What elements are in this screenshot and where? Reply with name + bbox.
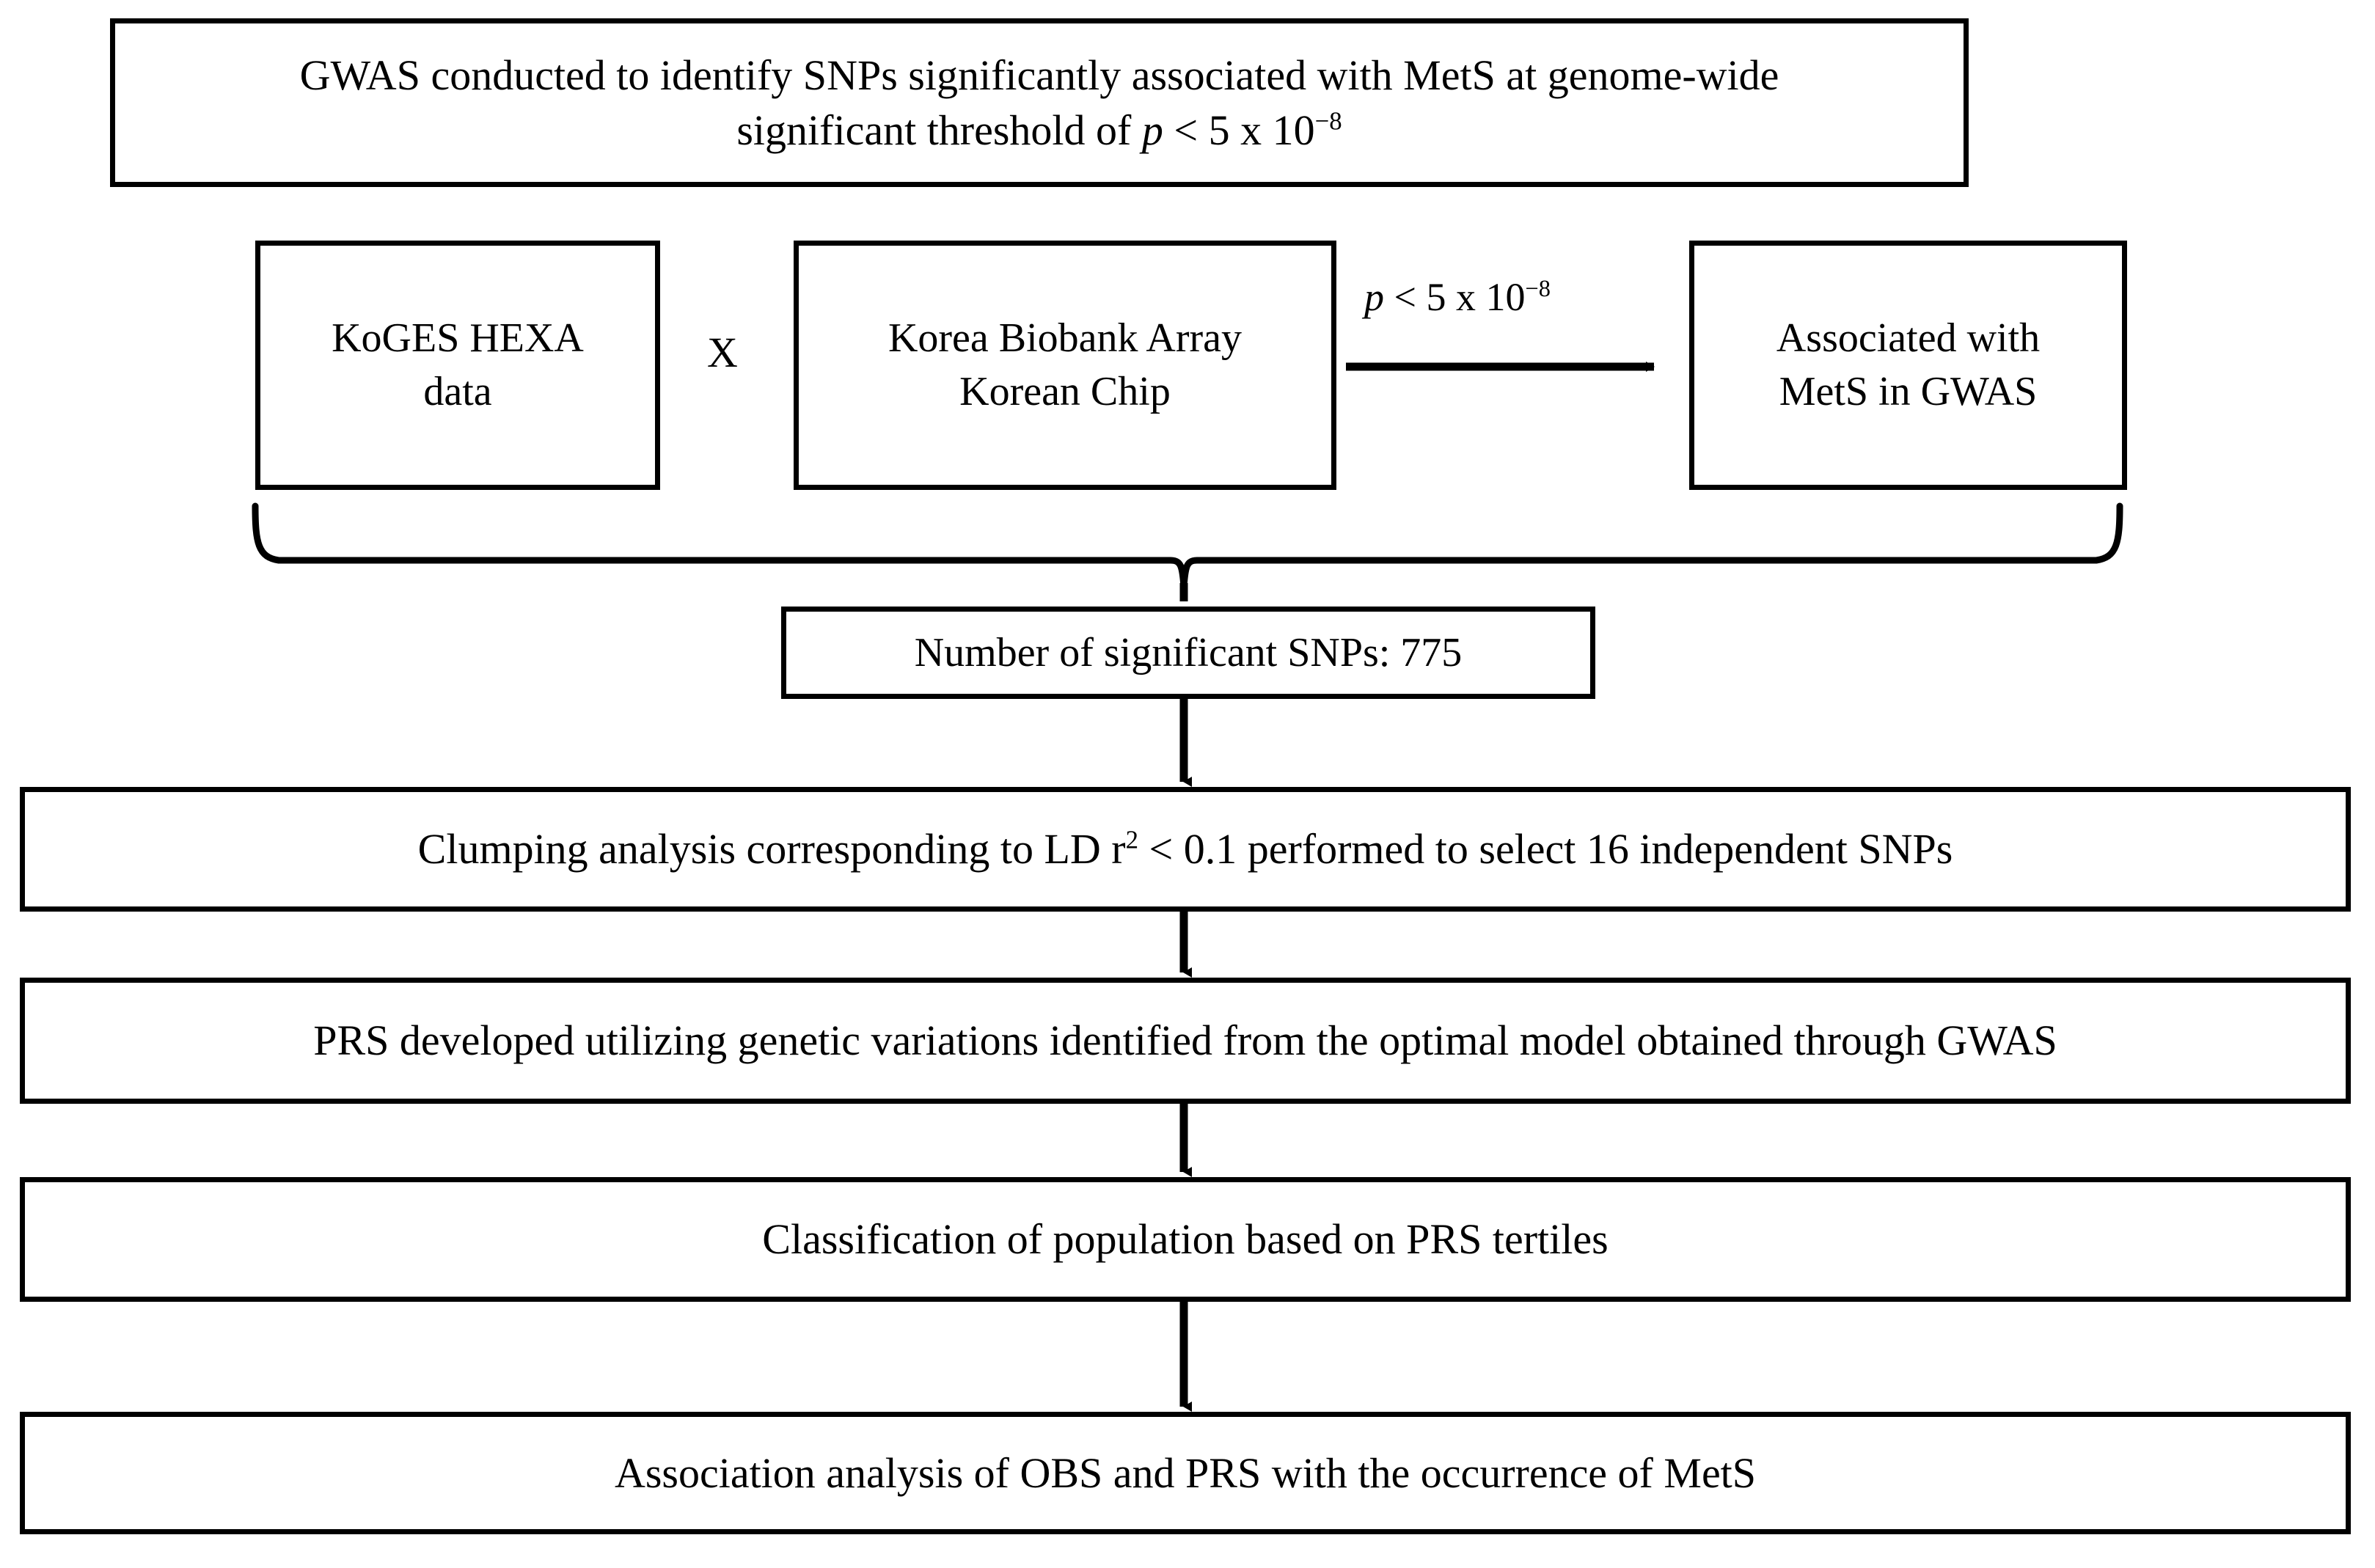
korea-chip-line2: Korean Chip — [959, 369, 1171, 414]
arrow-label-p-symbol: p — [1364, 275, 1384, 319]
box-koges-hexa-data: KoGES HEXA data — [255, 241, 660, 490]
korea-chip-line1: Korea Biobank Array — [888, 315, 1243, 362]
arrow-label-mid: < 5 x 10 — [1384, 275, 1526, 319]
cross-operator-label: X — [707, 329, 738, 376]
koges-line1: KoGES HEXA — [332, 315, 584, 362]
box-gwas-threshold: GWAS conducted to identify SNPs signific… — [110, 18, 1969, 187]
clumping-exponent: 2 — [1125, 825, 1138, 854]
box-associated-text: Associated with MetS in GWAS — [1766, 312, 2050, 419]
clumping-suffix: < 0.1 performed to select 16 independent… — [1138, 825, 1953, 873]
gwas-threshold-line2-mid: < 5 x 10 — [1163, 106, 1315, 154]
gwas-threshold-line2-prefix: significant threshold of — [736, 106, 1142, 154]
gwas-threshold-exponent: −8 — [1314, 106, 1342, 136]
arrow-label-p-value: p < 5 x 10−8 — [1364, 277, 1628, 317]
associated-line1: Associated with — [1776, 315, 2041, 362]
box-snp-count-text: Number of significant SNPs: 775 — [914, 629, 1463, 675]
arrow-label-exponent: −8 — [1525, 276, 1551, 302]
gwas-threshold-line1: GWAS conducted to identify SNPs signific… — [299, 51, 1779, 99]
box-classification-prs-tertiles: Classification of population based on PR… — [20, 1177, 2351, 1302]
box-koges-text: KoGES HEXA data — [321, 312, 594, 419]
box-significant-snp-count: Number of significant SNPs: 775 — [781, 607, 1595, 699]
box-prs-developed: PRS developed utilizing genetic variatio… — [20, 978, 2351, 1104]
box-korea-biobank-array-korean-chip: Korea Biobank Array Korean Chip — [794, 241, 1336, 490]
associated-line2: MetS in GWAS — [1779, 369, 2038, 414]
box-association-text: Association analysis of OBS and PRS with… — [614, 1448, 1757, 1497]
box-associated-with-mets-in-gwas: Associated with MetS in GWAS — [1689, 241, 2127, 490]
curly-brace-merge — [252, 502, 2123, 590]
clumping-prefix: Clumping analysis corresponding to LD r — [417, 825, 1126, 873]
koges-line2: data — [423, 369, 492, 414]
box-clumping-text: Clumping analysis corresponding to LD r2… — [408, 821, 1964, 876]
box-classification-text: Classification of population based on PR… — [762, 1215, 1609, 1264]
box-gwas-threshold-text: GWAS conducted to identify SNPs signific… — [290, 48, 1790, 158]
gwas-threshold-p-symbol: p — [1141, 106, 1163, 154]
box-clumping-analysis: Clumping analysis corresponding to LD r2… — [20, 787, 2351, 912]
box-association-analysis: Association analysis of OBS and PRS with… — [20, 1412, 2351, 1534]
box-prs-developed-text: PRS developed utilizing genetic variatio… — [313, 1016, 2057, 1065]
box-korea-chip-text: Korea Biobank Array Korean Chip — [878, 312, 1252, 419]
